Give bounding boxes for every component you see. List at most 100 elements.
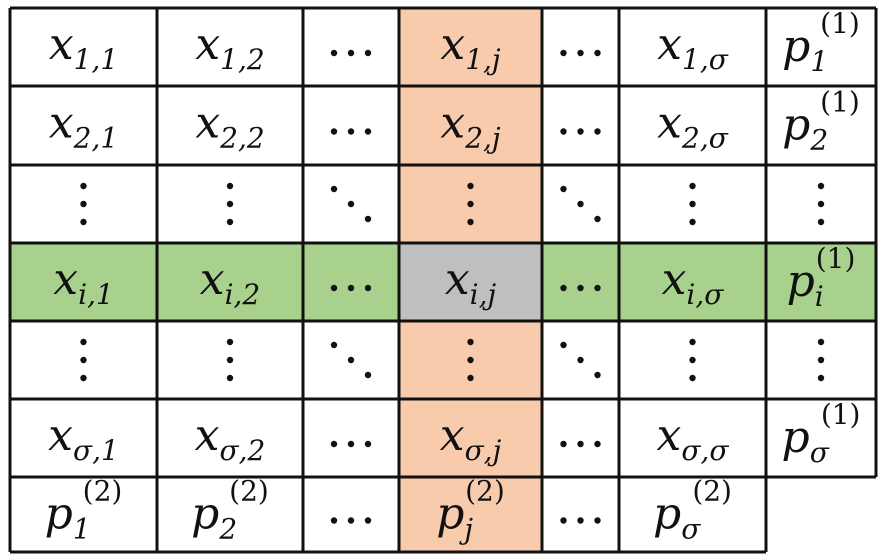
matrix-entry-cell: xi,1 [53, 254, 114, 311]
ellipsis-dot [330, 284, 338, 292]
matrix-entry-cell: xσ,1 [48, 410, 119, 467]
symbol-base: p [653, 489, 681, 540]
symbol-subscript: 2,j [464, 122, 501, 155]
matrix-entry-cell: x2,j [440, 98, 501, 155]
ellipsis-dot [817, 218, 825, 226]
ellipsis-dot [330, 49, 338, 57]
symbol-subscript: 2 [218, 513, 237, 546]
ellipsis-dot [347, 200, 355, 208]
symbol-subscript: 1 [810, 45, 828, 78]
symbol-subscript: 1,j [465, 43, 501, 76]
symbol-base: p [782, 21, 810, 72]
symbol-superscript: (1) [820, 86, 860, 119]
symbol-base: x [440, 410, 465, 461]
symbol-superscript: (2) [83, 475, 123, 508]
symbol-subscript: σ,σ [681, 434, 729, 467]
ellipsis-dot [577, 200, 584, 208]
ellipsis-dot [689, 200, 696, 208]
ellipsis-dot [347, 128, 355, 135]
ellipsis-dot [467, 338, 474, 346]
symbol-subscript: σ,2 [220, 434, 266, 467]
symbol-base: x [49, 19, 74, 70]
ellipsis-dot [364, 517, 372, 524]
symbol-base: p [436, 489, 464, 540]
ellipsis-dot [817, 338, 825, 346]
ellipsis-dot [594, 371, 601, 379]
ellipsis-dot [467, 218, 474, 226]
symbol-superscript: (2) [229, 475, 269, 508]
ellipsis-dot [689, 218, 696, 226]
ellipsis-dot [467, 200, 474, 208]
ellipsis-dot [226, 374, 234, 382]
ellipsis-dot [347, 517, 355, 524]
highlight-column-fill [399, 86, 542, 165]
column-marginal-cell: p1(2) [45, 475, 123, 546]
ellipsis-dot [330, 185, 338, 193]
symbol-base: x [48, 410, 73, 461]
symbol-subscript: i,j [470, 278, 497, 311]
horizontal-ellipsis [330, 49, 372, 57]
ellipsis-dot [80, 374, 87, 382]
ellipsis-dot [347, 49, 355, 57]
highlight-row-fill [157, 243, 303, 321]
cell-backgrounds [10, 8, 876, 552]
vertical-ellipsis [817, 182, 825, 226]
ellipsis-dot [577, 49, 584, 57]
matrix-entry-cell: x1,2 [195, 19, 264, 76]
vertical-ellipsis [226, 182, 234, 226]
ellipsis-dot [467, 182, 474, 190]
symbol-subscript: i,2 [225, 278, 261, 311]
ellipsis-dot [364, 371, 372, 379]
symbol-superscript: (1) [821, 398, 861, 431]
symbol-subscript: 2 [809, 124, 828, 157]
diagonal-ellipsis [560, 341, 601, 379]
highlight-row-fill [619, 243, 766, 321]
ellipsis-dot [330, 517, 338, 524]
highlight-column-fill [399, 8, 542, 86]
symbol-subscript: 2,2 [219, 122, 265, 155]
vertical-ellipsis [689, 338, 696, 382]
matrix-entry-cell: xi,2 [200, 254, 261, 311]
ellipsis-dot [594, 517, 601, 524]
highlight-row-fill [542, 243, 619, 321]
ellipsis-dot [689, 374, 696, 382]
ellipsis-dot [577, 356, 584, 364]
matrix-entry-cell: xσ,σ [657, 410, 730, 467]
symbol-subscript: 1 [73, 513, 91, 546]
vertical-ellipsis [226, 338, 234, 382]
matrix-entry-cell: xi,σ [662, 254, 725, 311]
ellipsis-dot [689, 338, 696, 346]
symbol-base: p [782, 412, 810, 463]
horizontal-ellipsis [330, 440, 372, 448]
highlight-column-fill [399, 477, 542, 552]
ellipsis-dot [364, 128, 372, 135]
ellipsis-dot [80, 356, 87, 364]
symbol-base: x [49, 98, 74, 149]
ellipsis-dot [560, 185, 567, 193]
symbol-subscript: σ [681, 513, 701, 546]
symbol-base: x [657, 19, 682, 70]
ellipsis-dot [817, 356, 825, 364]
ellipsis-dot [80, 218, 87, 226]
ellipsis-dot [560, 284, 567, 292]
ellipsis-dot [560, 128, 567, 135]
ellipsis-dot [467, 356, 474, 364]
vertical-ellipsis [467, 182, 474, 226]
ellipsis-dot [330, 341, 338, 349]
symbol-subscript: 2,σ [681, 122, 729, 155]
symbol-subscript: σ [810, 436, 830, 469]
ellipsis-dot [80, 200, 87, 208]
ellipsis-dot [577, 440, 584, 448]
ellipsis-dot [577, 517, 584, 524]
matrix-entry-cell: x2,σ [657, 98, 729, 155]
symbol-subscript: i,σ [686, 278, 724, 311]
vertical-ellipsis [689, 182, 696, 226]
symbol-base: x [445, 254, 470, 305]
ellipsis-dot [347, 284, 355, 292]
column-marginal-cell: p2(2) [191, 475, 269, 546]
horizontal-ellipsis [330, 517, 372, 524]
ellipsis-dot [594, 49, 601, 57]
highlight-column-fill [399, 399, 542, 477]
